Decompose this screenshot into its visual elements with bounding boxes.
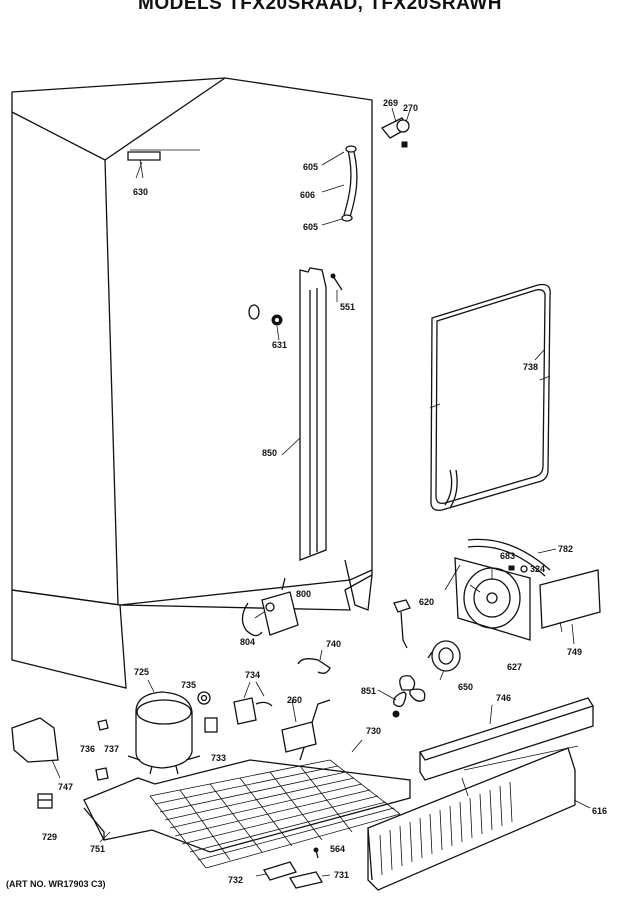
part-269-270-valve (380, 107, 411, 148)
label-631: 631 (272, 340, 287, 350)
label-606: 606 (300, 190, 315, 200)
label-804: 804 (240, 637, 255, 647)
part-260-tray (281, 699, 317, 753)
label-800: 800 (296, 589, 311, 599)
label-260: 260 (287, 695, 302, 705)
part-620-thermostat (393, 599, 411, 649)
part-733-cap (204, 717, 218, 733)
part-738-gasket (429, 283, 551, 511)
part-735-grommet (197, 691, 211, 705)
part-851-fan-blade (392, 675, 426, 718)
part-627-fan-shroud (454, 557, 531, 641)
label-749: 749 (567, 647, 582, 657)
label-736: 736 (80, 744, 95, 754)
label-735: 735 (181, 680, 196, 690)
label-725: 725 (134, 667, 149, 677)
part-730-condenser (149, 699, 401, 869)
part-746-strip (419, 697, 594, 781)
label-782: 782 (558, 544, 573, 554)
part-650-motor (427, 640, 461, 672)
part-631-grommet (248, 304, 283, 326)
label-616: 616 (592, 806, 607, 816)
label-605-top: 605 (303, 162, 318, 172)
label-740: 740 (326, 639, 341, 649)
diagram-title: MODELS TFX20SRAAD, TFX20SRAWH (138, 0, 502, 14)
part-labels: 269 270 605 606 605 630 551 631 738 850 … (42, 98, 607, 885)
label-551: 551 (340, 302, 355, 312)
label-737: 737 (104, 744, 119, 754)
part-740-clip (297, 649, 331, 674)
label-851: 851 (361, 686, 376, 696)
part-616-grille (367, 745, 579, 891)
part-551-screw (330, 273, 343, 291)
cabinet (11, 77, 373, 689)
part-731-clip (288, 871, 324, 889)
label-683: 683 (500, 551, 515, 561)
label-747: 747 (58, 782, 73, 792)
part-782-tube (467, 538, 557, 577)
label-751: 751 (90, 844, 105, 854)
part-736-clip (97, 719, 109, 731)
part-564-screw (313, 847, 319, 859)
part-751-base-pan (83, 759, 411, 853)
label-324: 324 (530, 564, 545, 574)
label-734: 734 (245, 670, 260, 680)
part-725-compressor (127, 679, 201, 775)
part-737-foot (95, 767, 109, 781)
part-729-box (37, 793, 53, 809)
part-732-block (263, 861, 297, 881)
label-729: 729 (42, 832, 57, 842)
part-850-channel (281, 267, 327, 561)
part-630-bracket (127, 151, 161, 179)
leader-lines (99, 161, 591, 877)
part-749-cover (539, 569, 601, 645)
part-734-relay (233, 681, 273, 725)
label-731: 731 (334, 870, 349, 880)
label-650: 650 (458, 682, 473, 692)
label-620: 620 (419, 597, 434, 607)
label-630: 630 (133, 187, 148, 197)
label-605-bottom: 605 (303, 222, 318, 232)
part-606-tube (321, 145, 358, 226)
label-270: 270 (403, 103, 418, 113)
label-732: 732 (228, 875, 243, 885)
label-738: 738 (523, 362, 538, 372)
part-747-bracket (11, 717, 61, 779)
label-627: 627 (507, 662, 522, 672)
label-730: 730 (366, 726, 381, 736)
art-number: (ART NO. WR17903 C3) (6, 879, 106, 889)
label-733: 733 (211, 753, 226, 763)
label-850: 850 (262, 448, 277, 458)
label-746: 746 (496, 693, 511, 703)
part-800-control (241, 577, 299, 637)
label-269: 269 (383, 98, 398, 108)
label-564: 564 (330, 844, 345, 854)
